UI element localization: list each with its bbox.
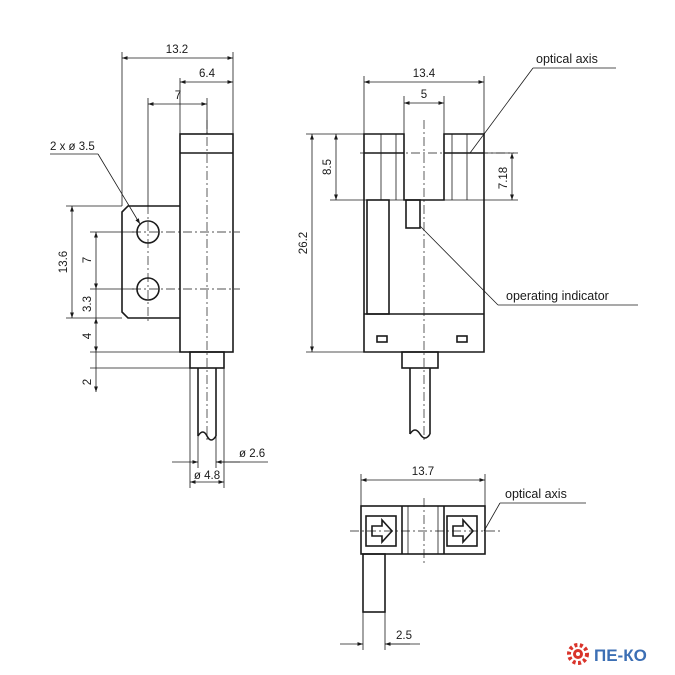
- dim-front-width: 13.4: [413, 68, 436, 80]
- dim-hole-offset: 7: [175, 90, 181, 102]
- dim-flange-height: 13.6: [58, 251, 70, 273]
- mounting-flange: [121, 205, 180, 319]
- cable-break: [197, 431, 217, 441]
- label-operating-indicator: operating indicator: [506, 289, 609, 303]
- cable-gland: [189, 351, 225, 369]
- dim-bottom-offset: 4: [82, 332, 94, 339]
- label-optical-axis-top: optical axis: [505, 487, 567, 501]
- dim-width-total: 13.2: [166, 44, 188, 56]
- receiver-arrow-icon: [452, 517, 475, 545]
- operating-indicator-window: [405, 199, 421, 229]
- emitter-arrow-icon: [371, 517, 394, 545]
- top-view: 13.7 optical axis 2.5: [340, 466, 586, 650]
- top-tab: [362, 553, 386, 613]
- dim-cable-offset: 2: [82, 379, 94, 385]
- company-logo: ПЕ-КО: [567, 643, 647, 665]
- dim-top-tab: 2.5: [396, 630, 412, 642]
- front-view: 13.4 5 8.5 26.2 7.18 optical axis operat…: [298, 52, 638, 440]
- dim-slot-width: 5: [421, 89, 427, 101]
- dim-total-height: 26.2: [298, 232, 310, 254]
- front-cable-gland: [401, 351, 439, 369]
- logo-text: ПЕ-КО: [594, 646, 647, 665]
- dim-width-body: 6.4: [199, 68, 216, 80]
- dim-axis-height: 7.18: [498, 167, 510, 189]
- side-view: 13.2 6.4 7 2 x ø 3.5 13.6 7 3.3 4 2: [50, 44, 268, 488]
- label-optical-axis-front: optical axis: [536, 52, 598, 66]
- dim-cable-inner: ø 2.6: [239, 448, 265, 460]
- dim-top-width: 13.7: [412, 466, 434, 478]
- dim-holes: 2 x ø 3.5: [50, 141, 95, 153]
- front-side-strip: [366, 199, 390, 315]
- dim-slot-depth: 8.5: [322, 159, 334, 175]
- dim-hole-spacing: 7: [82, 257, 94, 263]
- gear-icon: [567, 643, 589, 665]
- front-slot-left: [376, 335, 388, 343]
- side-body: [179, 133, 234, 353]
- dim-hole-to-edge: 3.3: [82, 296, 94, 312]
- front-slot-right: [456, 335, 468, 343]
- dim-cable-outer: ø 4.8: [194, 470, 220, 482]
